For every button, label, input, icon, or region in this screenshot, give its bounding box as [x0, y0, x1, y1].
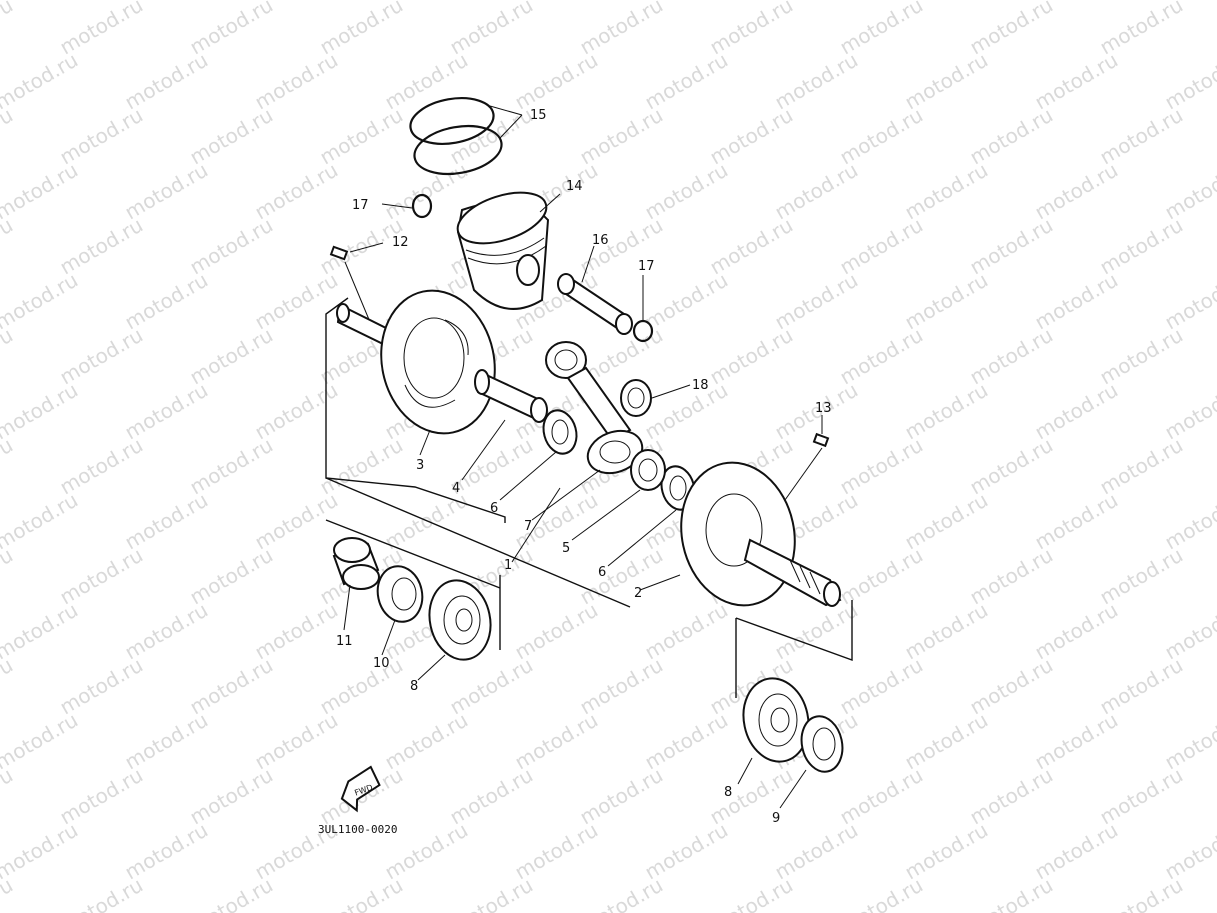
small-end-bearing [620, 379, 652, 417]
connecting-rod [545, 341, 644, 475]
circlip-left [411, 193, 433, 219]
callout-17a: 17 [352, 198, 369, 213]
callout-8a: 8 [410, 679, 418, 694]
bearing-right [742, 677, 810, 763]
right-bearing-bracket [735, 600, 853, 698]
big-end-bearing [630, 449, 666, 491]
crank-pin [474, 369, 548, 423]
callout-6b: 6 [598, 565, 606, 580]
callout-3: 3 [416, 458, 424, 473]
callout-16: 16 [592, 233, 609, 248]
callout-2: 2 [634, 586, 642, 601]
circlip-right [632, 319, 654, 343]
washer-left [542, 409, 578, 455]
callout-10: 10 [373, 656, 390, 671]
crank-wheel-left [336, 289, 496, 435]
oil-seal-right [800, 715, 844, 773]
callout-9: 9 [772, 811, 780, 826]
callout-4: 4 [452, 481, 460, 496]
callout-5: 5 [562, 541, 570, 556]
leader-lines [343, 384, 807, 809]
callout-6a: 6 [490, 501, 498, 516]
key-12 [329, 242, 384, 323]
callout-13: 13 [815, 401, 832, 416]
callout-18: 18 [692, 378, 709, 393]
callout-1: 1 [504, 558, 512, 573]
callout-8b: 8 [724, 785, 732, 800]
callout-12: 12 [392, 235, 409, 250]
diagram-code: 3UL1100-0020 [318, 823, 397, 836]
fwd-arrow-icon: FWD [340, 765, 381, 813]
oil-seal-left [376, 565, 424, 623]
piston-rings [409, 97, 523, 176]
callout-11: 11 [336, 634, 353, 649]
callout-15: 15 [530, 108, 547, 123]
piston-pin [557, 245, 633, 335]
key-13 [784, 415, 830, 501]
needle-bearing-11 [332, 537, 380, 590]
crank-wheel-right [680, 461, 842, 607]
callout-17b: 17 [638, 259, 655, 274]
bearing-left [428, 579, 492, 661]
callout-7: 7 [524, 519, 532, 534]
crankshaft-assembly-bracket [325, 297, 631, 650]
callout-14: 14 [566, 179, 583, 194]
piston [456, 191, 561, 310]
